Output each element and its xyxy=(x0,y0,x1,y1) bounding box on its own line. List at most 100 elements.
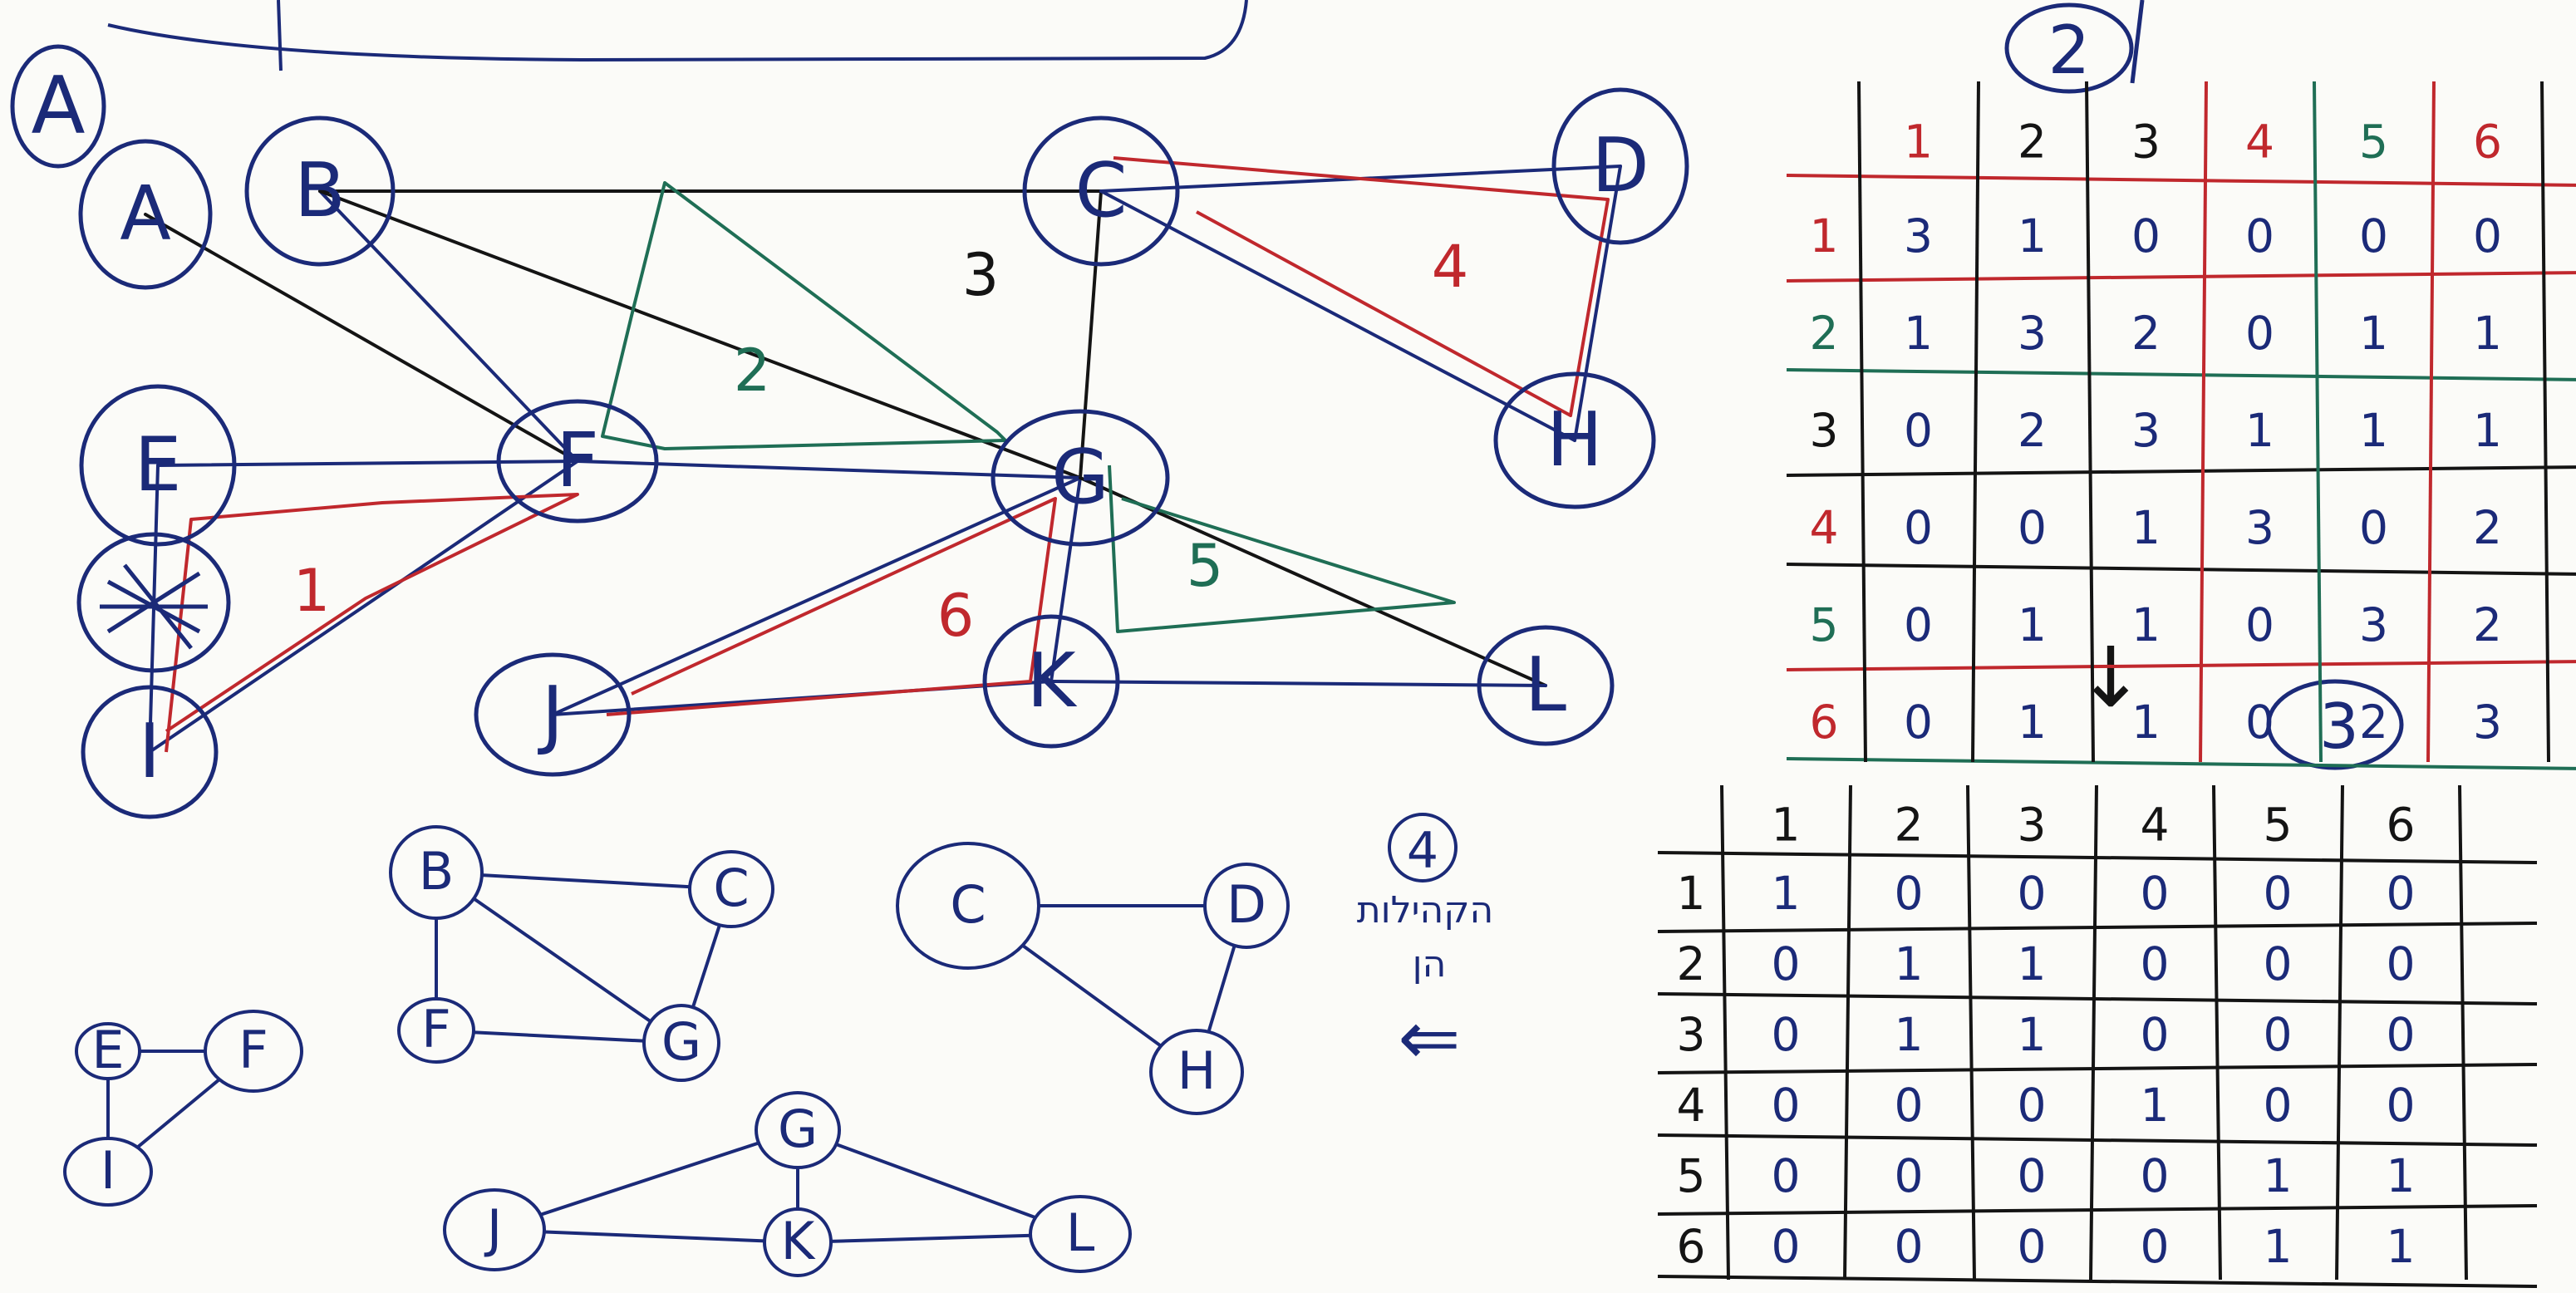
matrix-cell: 0 xyxy=(1772,1149,1801,1202)
edge-g-j xyxy=(551,476,1082,716)
node-circle xyxy=(397,997,475,1064)
node-label: C xyxy=(950,874,986,935)
node-label: H xyxy=(1546,396,1603,484)
community-label-5: 5 xyxy=(1187,532,1224,600)
svg-text:הקהילות: הקהילות xyxy=(1357,889,1493,932)
matrix-hline xyxy=(1657,851,2538,864)
matrix-cell: 1 xyxy=(2018,937,2047,991)
matrix-cell: 1 xyxy=(2473,307,2502,360)
svg-text:4: 4 xyxy=(1407,822,1438,880)
matrix-cell: 0 xyxy=(1904,598,1933,651)
matrix-vline xyxy=(2212,784,2222,1281)
row-label-3: 3 xyxy=(1810,404,1839,457)
node-label: K xyxy=(781,1211,816,1271)
node-label: D xyxy=(1591,122,1649,209)
matrix-cell: 0 xyxy=(1904,696,1933,749)
edge-f-g xyxy=(435,1029,682,1045)
node-label: H xyxy=(1177,1040,1217,1101)
matrix-vline xyxy=(2089,784,2098,1281)
matrix-cell: 1 xyxy=(2387,1220,2416,1273)
node-circle xyxy=(1022,116,1180,267)
matrix-hline xyxy=(1657,922,2538,933)
column-header-1: 1 xyxy=(1904,115,1933,168)
matrix-cell: 0 xyxy=(1895,1149,1924,1202)
node-label: B xyxy=(419,841,455,902)
matrix-cell: 0 xyxy=(1904,501,1933,554)
down-arrow-icon: ↓ xyxy=(2076,629,2146,726)
node-label: L xyxy=(1525,642,1566,729)
node-label: I xyxy=(101,1140,116,1201)
community-outline-strokes xyxy=(165,156,1610,753)
matrix-vline xyxy=(1966,784,1976,1281)
matrix-cell: 1 xyxy=(2131,501,2161,554)
matrix-cell: 0 xyxy=(1895,867,1924,920)
matrix-cell: 0 xyxy=(2264,937,2293,991)
section-mark-d: 4 xyxy=(1388,813,1458,882)
edge-f-i xyxy=(148,460,579,754)
matrix-cell: 1 xyxy=(1772,867,1801,920)
column-header-1: 1 xyxy=(1772,798,1801,851)
section-b-divider xyxy=(2130,0,2145,84)
matrix-cell: 1 xyxy=(2387,1149,2416,1202)
row-label-5: 5 xyxy=(1810,598,1839,651)
node-k: K xyxy=(982,614,1120,749)
matrix-vline xyxy=(1720,784,1730,1281)
matrix-vline xyxy=(2313,81,2323,763)
row-label-2: 2 xyxy=(1677,937,1706,991)
matrix-vline xyxy=(2458,784,2468,1281)
matrix-hline xyxy=(1657,992,2538,1005)
row-label-1: 1 xyxy=(1677,867,1706,920)
column-header-6: 6 xyxy=(2387,798,2416,851)
node-a: A xyxy=(78,139,213,290)
node-circle xyxy=(75,1022,141,1080)
edge-c-h xyxy=(1099,189,1576,442)
column-header-6: 6 xyxy=(2473,115,2502,168)
matrix-vline xyxy=(2199,81,2208,763)
node-circle xyxy=(1203,863,1290,949)
edge-c-g xyxy=(1079,189,1103,479)
matrix-cell: 0 xyxy=(2245,598,2274,651)
matrix-cell: 0 xyxy=(2264,867,2293,920)
node-label: J xyxy=(484,1198,502,1259)
top-bracket-stroke xyxy=(107,0,1248,62)
matrix-cell: 1 xyxy=(1895,937,1924,991)
row-label-2: 2 xyxy=(1810,307,1839,360)
matrix-hline xyxy=(1657,1204,2538,1216)
svg-text:A: A xyxy=(32,61,86,152)
node-label: D xyxy=(1227,874,1266,935)
matrix-cell: 1 xyxy=(1904,307,1933,360)
row-label-1: 1 xyxy=(1810,209,1839,263)
node-h: H xyxy=(1493,371,1656,509)
node-circle xyxy=(1477,625,1615,746)
node-c: C xyxy=(1022,116,1180,267)
matrix-hline xyxy=(1657,1063,2538,1074)
matrix-cell: 0 xyxy=(2387,1008,2416,1061)
node-l: L xyxy=(1029,1195,1132,1273)
matrix-cell: 0 xyxy=(2018,1149,2047,1202)
community-subgraph-3: C D H xyxy=(896,842,1290,1115)
matrix-vline xyxy=(2540,81,2550,763)
matrix-cell: 0 xyxy=(2131,209,2161,263)
node-c: C xyxy=(896,842,1040,970)
community-label-1: 1 xyxy=(293,557,331,625)
matrix-hline xyxy=(1786,271,2576,283)
node-circle xyxy=(755,1091,841,1169)
node-label: G xyxy=(661,1011,701,1072)
matrix-cell: 1 xyxy=(2018,696,2047,749)
edge-b-g xyxy=(318,189,1082,479)
node-i: I xyxy=(81,685,219,819)
matrix-cell: 1 xyxy=(2359,307,2388,360)
node-circle xyxy=(244,116,396,267)
node-circle xyxy=(642,1004,720,1082)
matrix-cell: 0 xyxy=(1772,937,1801,991)
matrix-cell: 3 xyxy=(2359,598,2388,651)
scribble-icon xyxy=(100,563,208,650)
node-f: F xyxy=(397,997,475,1064)
